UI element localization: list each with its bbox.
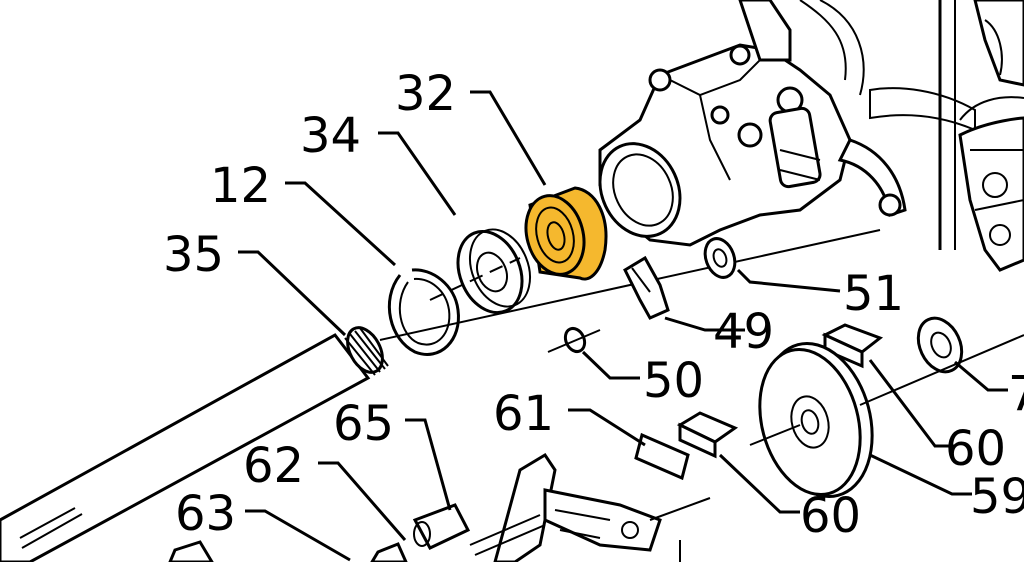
wheel-59: [749, 334, 1024, 499]
pad-60-upper: [821, 323, 884, 369]
upper-right-frame: [938, 0, 1024, 272]
pad-61: [634, 432, 690, 481]
gearbox-housing: [598, 0, 976, 247]
pad-60-lower: [676, 411, 739, 459]
callout-labels: 32 34 12 35 51 49 50 65 61 62 63 60 60 5…: [163, 66, 1024, 544]
leader-lines: [238, 90, 1008, 562]
callout-32: 32: [395, 66, 456, 122]
callout-65: 65: [333, 396, 394, 452]
key-49: [623, 255, 670, 320]
callout-59: 59: [970, 469, 1024, 525]
callout-61: 61: [493, 386, 554, 442]
callout-34: 34: [300, 108, 361, 164]
shaft-35: [0, 326, 389, 562]
retaining-ring-12: [387, 268, 460, 356]
callout-51: 51: [843, 266, 904, 322]
bearing-32: [524, 186, 608, 281]
axis-line: [379, 229, 881, 341]
callout-60-lower: 60: [800, 488, 861, 544]
callout-35: 35: [163, 227, 224, 283]
callout-60-upper: 60: [945, 421, 1006, 477]
callout-49: 49: [713, 304, 774, 360]
callout-63: 63: [175, 486, 236, 542]
bearing-7: [916, 316, 964, 374]
lower-bracket: [168, 452, 711, 562]
washer-50: [547, 326, 601, 354]
callout-50: 50: [643, 353, 704, 409]
callout-62: 62: [243, 438, 304, 494]
callout-7: 7: [1008, 366, 1024, 422]
bushing-51: [703, 237, 737, 279]
callout-12: 12: [210, 158, 271, 214]
